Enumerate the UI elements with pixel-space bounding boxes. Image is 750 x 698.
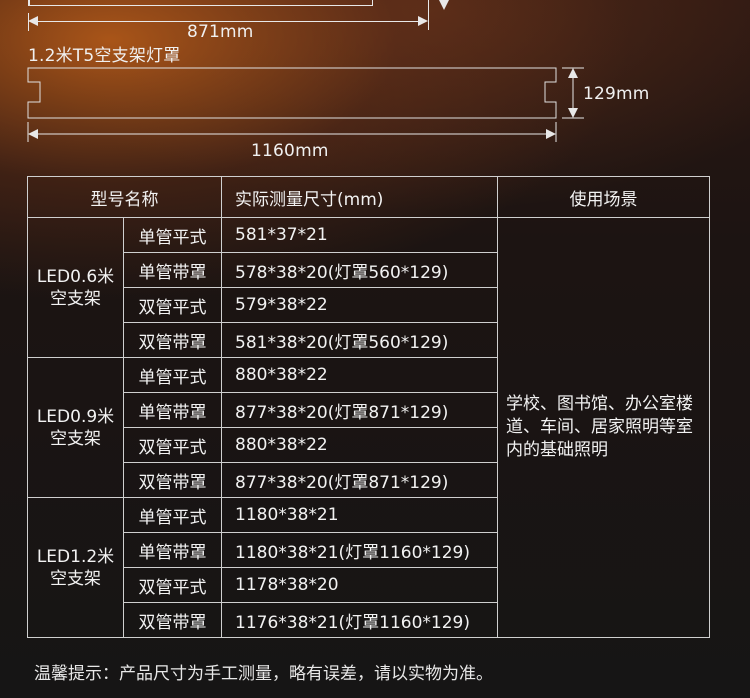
model-name: LED0.6米空支架	[36, 266, 115, 309]
model-cell: LED0.6米空支架	[27, 217, 124, 358]
table-row: LED0.6米空支架 单管平式 581*37*21 学校、图书馆、办公室楼道、车…	[27, 217, 710, 638]
size-cell: 1180*38*21	[221, 497, 498, 533]
table-row: 单管带罩 578*38*20(灯罩560*129)	[28, 252, 710, 288]
size-cell: 579*38*22	[221, 287, 498, 323]
usage-text: 学校、图书馆、办公室楼道、车间、居家照明等室内的基础照明	[506, 394, 693, 460]
header-size: 实际测量尺寸(mm)	[221, 176, 498, 218]
spec-table: 型号名称 实际测量尺寸(mm) 使用场景 LED0.6米空支架 单管平式 581…	[27, 176, 710, 638]
size-cell: 581*38*20(灯罩560*129)	[221, 322, 498, 358]
table-row: 双管带罩 877*38*20(灯罩871*129)	[28, 462, 710, 498]
size-cell: 581*37*21	[221, 217, 498, 253]
type-cell: 单管平式	[123, 497, 222, 533]
type-cell: 单管带罩	[123, 532, 222, 568]
type-cell: 单管平式	[123, 357, 222, 393]
model-name: LED1.2米空支架	[36, 546, 115, 589]
size-cell: 578*38*20(灯罩560*129)	[221, 252, 498, 288]
type-cell: 双管平式	[123, 287, 222, 323]
model-cell: LED0.9米空支架	[27, 357, 124, 498]
table-header-row: 型号名称 实际测量尺寸(mm) 使用场景	[27, 176, 710, 218]
type-cell: 双管带罩	[123, 322, 222, 358]
type-cell: 双管带罩	[123, 602, 222, 638]
type-cell: 双管带罩	[123, 462, 222, 498]
size-cell: 880*38*22	[221, 357, 498, 393]
type-cell: 单管平式	[123, 217, 222, 253]
size-cell: 1180*38*21(灯罩1160*129)	[221, 532, 498, 568]
table-row: 单管带罩 877*38*20(灯罩871*129)	[28, 392, 710, 428]
type-cell: 双管平式	[123, 427, 222, 463]
table-row: LED1.2米空支架 单管平式 1180*38*21	[27, 497, 710, 638]
length-label: 1160mm	[251, 141, 329, 161]
table-row: 双管带罩 581*38*20(灯罩560*129)	[28, 322, 710, 358]
table-row: 双管平式 1178*38*20	[28, 567, 710, 603]
top-length-label: 871mm	[187, 22, 254, 42]
drawing-title: 1.2米T5空支架灯罩	[28, 46, 181, 66]
table-row: 双管平式 579*38*22	[28, 287, 710, 323]
table-row: 双管带罩 1176*38*21(灯罩1160*129)	[28, 602, 710, 638]
size-cell: 877*38*20(灯罩871*129)	[221, 462, 498, 498]
size-cell: 877*38*20(灯罩871*129)	[221, 392, 498, 428]
size-cell: 1178*38*20	[221, 567, 498, 603]
type-cell: 双管平式	[123, 567, 222, 603]
type-cell: 单管带罩	[123, 252, 222, 288]
size-cell: 880*38*22	[221, 427, 498, 463]
model-name: LED0.9米空支架	[36, 406, 115, 449]
size-cell: 1176*38*21(灯罩1160*129)	[221, 602, 498, 638]
header-model: 型号名称	[27, 176, 222, 218]
model-cell: LED1.2米空支架	[27, 497, 124, 638]
height-label: 129mm	[583, 84, 650, 104]
header-usage: 使用场景	[497, 176, 710, 218]
footer-note: 温馨提示：产品尺寸为手工测量，略有误差，请以实物为准。	[34, 664, 493, 684]
usage-cell: 学校、图书馆、办公室楼道、车间、居家照明等室内的基础照明	[497, 217, 710, 638]
type-cell: 单管带罩	[123, 392, 222, 428]
lamp-shade-svg	[27, 67, 584, 142]
